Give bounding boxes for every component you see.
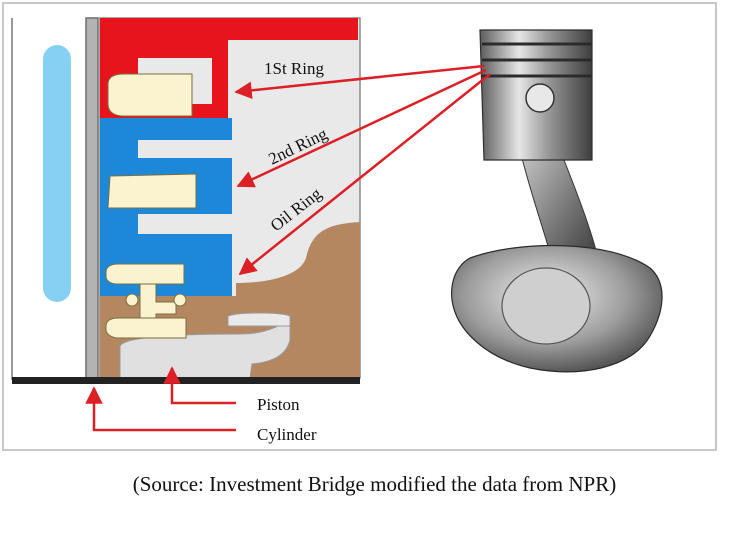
cylinder-liner [85,17,99,379]
second-ring-notch-top [138,140,232,158]
arrow-oil-ring [238,73,491,276]
label-cylinder: Cylinder [257,425,317,444]
second-ring [107,173,197,209]
crankshaft-journal [501,267,591,345]
piston-cavity [119,313,291,379]
arrow-cylinder [85,386,236,432]
label-piston: Piston [257,395,300,414]
pointer-arrows [85,64,491,432]
oil-ring-rail-left [125,293,139,307]
second-ring-notch-bottom [138,214,232,234]
first-ring [107,73,193,117]
piston-assembly-illustration [451,29,663,373]
oil-ring-bottom [105,317,187,339]
cylinder-section [11,17,99,380]
label-first-ring: 1St Ring [264,59,324,78]
arrow-second-ring [236,68,487,188]
base-line [12,377,360,384]
oil-ring-top [105,263,185,285]
piston-section [99,17,361,379]
coolant-channel [43,45,71,302]
oil-ring-rail-right [173,293,187,307]
source-caption: (Source: Investment Bridge modified the … [132,472,617,496]
piston-pin [525,83,555,113]
arrow-piston [163,366,236,405]
arrow-first-ring [234,64,485,100]
piston-pin-boss [227,312,291,327]
first-ring-land [100,18,358,118]
